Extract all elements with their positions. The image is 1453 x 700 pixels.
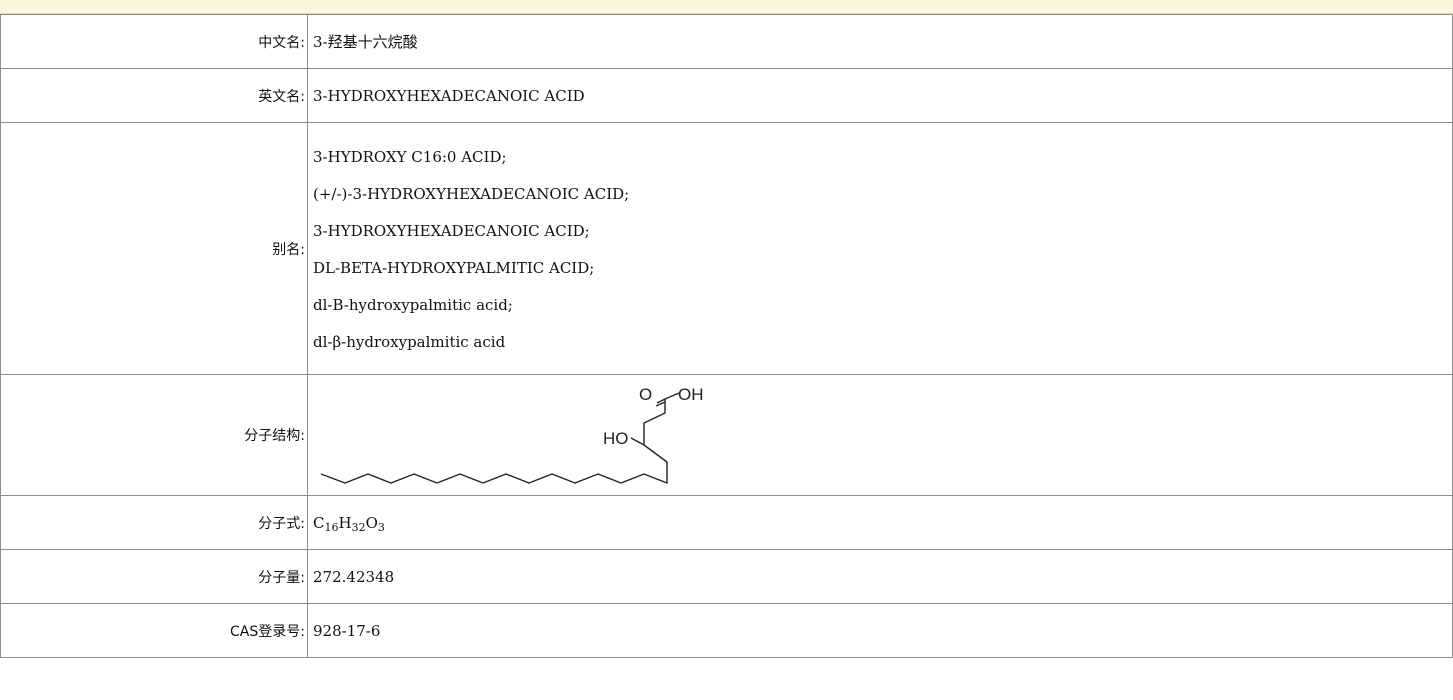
- hydroxyl-bond: [630, 437, 645, 446]
- cas-value: 928-17-6: [307, 603, 1453, 658]
- chinese-name-label: 中文名:: [0, 14, 308, 69]
- carbonyl-double-bond-inner: [655, 401, 666, 407]
- formula-carbon-count: 16: [324, 520, 339, 534]
- formula-oxygen-count: 3: [377, 520, 385, 534]
- carbon-chain-bond: [320, 399, 668, 484]
- structure-label: 分子结构:: [0, 374, 308, 496]
- compound-info-table: 中文名: 3-羟基十六烷酸 英文名: 3-HYDROXYHEXADECANOIC…: [0, 14, 1453, 658]
- molecular-weight-label: 分子量:: [0, 549, 308, 604]
- formula-label: 分子式:: [0, 495, 308, 550]
- row-chinese-name: 中文名: 3-羟基十六烷酸: [0, 14, 1453, 69]
- row-structure: 分子结构: O OH HO: [0, 374, 1453, 496]
- formula-carbon: C: [313, 513, 325, 532]
- cas-label: CAS登录号:: [0, 603, 308, 658]
- molecular-weight-value: 272.42348: [307, 549, 1453, 604]
- carbonyl-double-bond: [656, 398, 666, 404]
- acid-hydroxyl-bond: [664, 392, 680, 400]
- formula-hydrogen: H: [338, 513, 352, 532]
- structure-value: O OH HO: [307, 374, 1453, 496]
- row-aliases: 别名: 3-HYDROXY C16:0 ACID; (+/-)-3-HYDROX…: [0, 122, 1453, 375]
- english-name-value: 3-HYDROXYHEXADECANOIC ACID: [307, 68, 1453, 123]
- english-name-label: 英文名:: [0, 68, 308, 123]
- formula-oxygen: O: [365, 513, 378, 532]
- alias-list: 3-HYDROXY C16:0 ACID; (+/-)-3-HYDROXYHEX…: [313, 137, 1452, 361]
- alias-item: 3-HYDROXY C16:0 ACID;: [313, 147, 507, 166]
- alias-item: DL-BETA-HYDROXYPALMITIC ACID;: [313, 258, 595, 277]
- row-formula: 分子式: C16H32O3: [0, 495, 1453, 550]
- alias-item: dl-β-hydroxypalmitic acid: [313, 332, 506, 351]
- alias-item: (+/-)-3-HYDROXYHEXADECANOIC ACID;: [313, 184, 630, 203]
- molecular-structure-image: O OH HO: [320, 385, 704, 484]
- carbonyl-oxygen-label: O: [639, 385, 652, 404]
- alias-item: 3-HYDROXYHEXADECANOIC ACID;: [313, 221, 590, 240]
- aliases-label: 别名:: [0, 122, 308, 375]
- row-english-name: 英文名: 3-HYDROXYHEXADECANOIC ACID: [0, 68, 1453, 123]
- alias-item: dl-B-hydroxypalmitic acid;: [313, 295, 513, 314]
- chinese-name-value: 3-羟基十六烷酸: [307, 14, 1453, 69]
- formula-hydrogen-count: 32: [351, 520, 366, 534]
- row-cas: CAS登录号: 928-17-6: [0, 603, 1453, 658]
- header-band: [0, 0, 1453, 14]
- hydroxyl-label: HO: [603, 429, 629, 448]
- acid-hydroxyl-label: OH: [678, 385, 704, 404]
- aliases-value: 3-HYDROXY C16:0 ACID; (+/-)-3-HYDROXYHEX…: [307, 122, 1453, 375]
- formula-value: C16H32O3: [307, 495, 1453, 550]
- row-molecular-weight: 分子量: 272.42348: [0, 549, 1453, 604]
